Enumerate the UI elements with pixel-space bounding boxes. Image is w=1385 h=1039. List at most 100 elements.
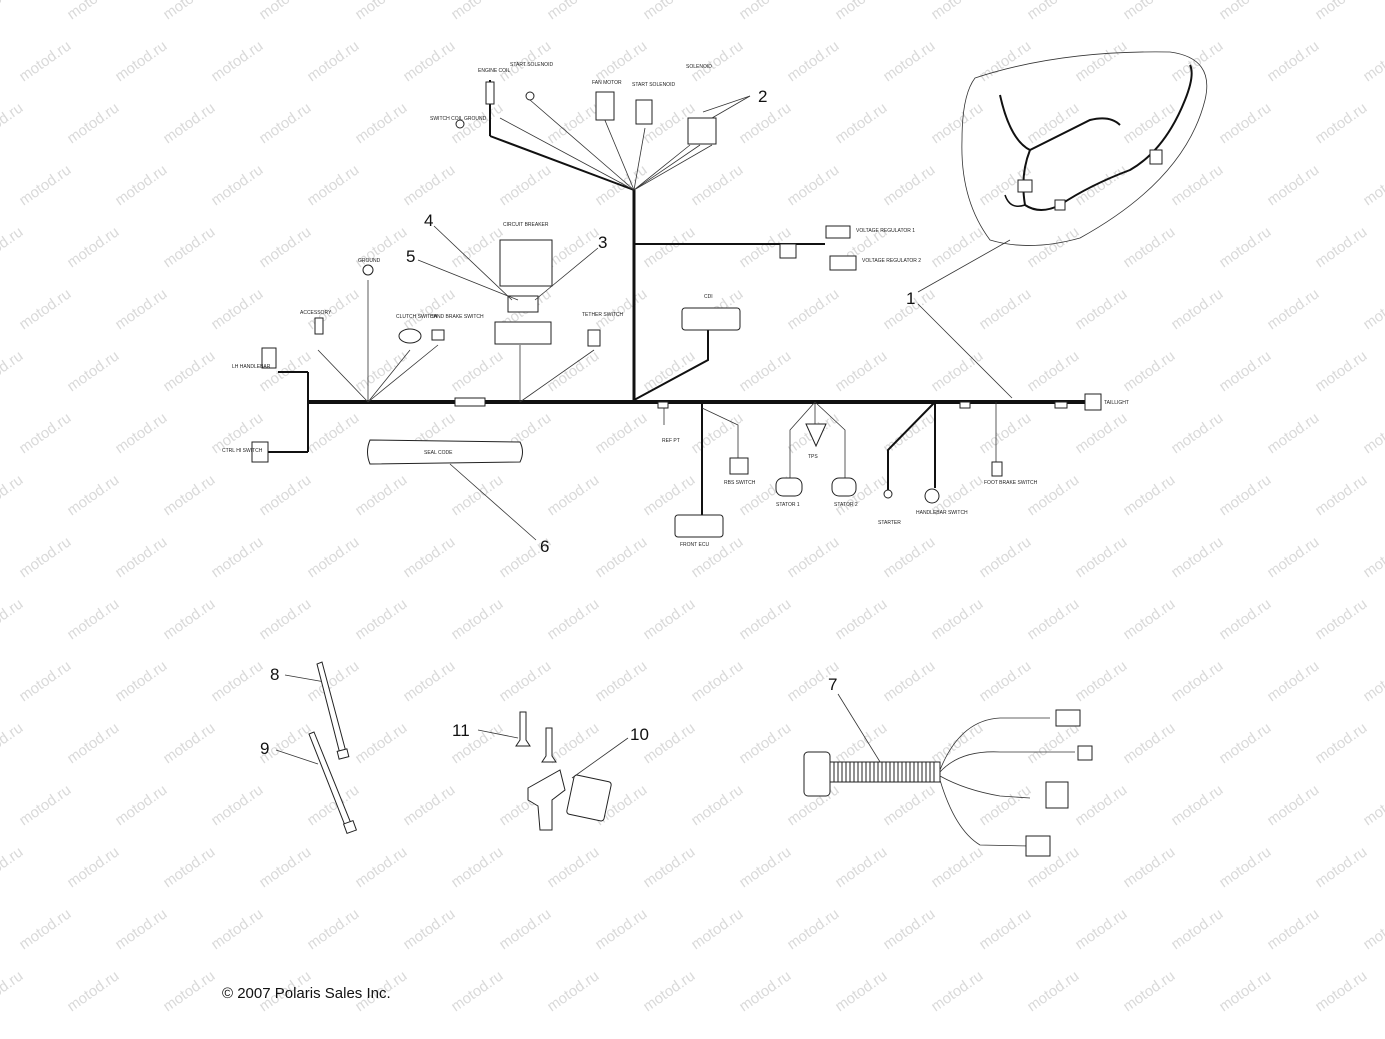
watermark-text: motod.ru	[928, 0, 986, 23]
watermark-text: motod.ru	[1120, 0, 1178, 23]
watermark-text: motod.ru	[0, 719, 26, 767]
watermark-text: motod.ru	[928, 347, 986, 395]
ground-label: GROUND	[358, 258, 381, 264]
watermark-text: motod.ru	[352, 347, 410, 395]
watermark-text: motod.ru	[1312, 719, 1370, 767]
watermark-text: motod.ru	[880, 657, 938, 705]
watermark-text: motod.ru	[256, 595, 314, 643]
callout-1: 1	[906, 289, 915, 308]
watermark-text: motod.ru	[1216, 471, 1274, 519]
watermark-text: motod.ru	[1264, 781, 1322, 829]
watermark-text: motod.ru	[880, 781, 938, 829]
watermark-text: motod.ru	[112, 657, 170, 705]
watermark-text: motod.ru	[1360, 409, 1385, 457]
watermark-text: motod.ru	[448, 471, 506, 519]
watermark-text: motod.ru	[1024, 99, 1082, 147]
watermark-text: motod.ru	[592, 533, 650, 581]
watermark-text: motod.ru	[640, 471, 698, 519]
watermark-text: motod.ru	[736, 967, 794, 1015]
watermark-text: motod.ru	[1360, 533, 1385, 581]
callout-leaders	[275, 95, 1013, 779]
watermark-text: motod.ru	[352, 0, 410, 23]
watermark-text: motod.ru	[544, 843, 602, 891]
watermark-text: motod.ru	[832, 719, 890, 767]
watermark-text: motod.ru	[1120, 347, 1178, 395]
watermark-text: motod.ru	[496, 905, 554, 953]
taillight-label: TAILLIGHT	[1104, 400, 1129, 406]
watermark-text: motod.ru	[64, 0, 122, 23]
push-pin	[515, 711, 531, 747]
watermark-text: motod.ru	[0, 967, 26, 1015]
fan-motor-label: FAN MOTOR	[592, 80, 622, 86]
watermark-text: motod.ru	[448, 347, 506, 395]
watermark-text: motod.ru	[928, 843, 986, 891]
watermark-text: motod.ru	[1168, 905, 1226, 953]
watermark-text: motod.ru	[1216, 347, 1274, 395]
circuit-breaker-label: CIRCUIT BREAKER	[503, 222, 549, 228]
vehicle-inset	[961, 51, 1208, 246]
watermark-text: motod.ru	[400, 905, 458, 953]
watermark-text: motod.ru	[1360, 37, 1385, 85]
watermark-text: motod.ru	[208, 161, 266, 209]
watermark-text: motod.ru	[688, 409, 746, 457]
foot-brake-switch-label: FOOT BRAKE SWITCH	[984, 480, 1038, 486]
watermark-text: motod.ru	[256, 99, 314, 147]
watermark-text: motod.ru	[112, 37, 170, 85]
watermark-text: motod.ru	[880, 533, 938, 581]
watermark-text: motod.ru	[1168, 781, 1226, 829]
watermark-text: motod.ru	[1360, 781, 1385, 829]
mounting-bracket	[527, 769, 566, 831]
watermark-text: motod.ru	[976, 409, 1034, 457]
watermark-text: motod.ru	[1120, 967, 1178, 1015]
watermark-text: motod.ru	[208, 37, 266, 85]
accessory-label: ACCESSORY	[300, 310, 332, 316]
watermark-text: motod.ru	[160, 223, 218, 271]
watermark-text: motod.ru	[64, 967, 122, 1015]
watermark-text: motod.ru	[736, 595, 794, 643]
watermark-text: motod.ru	[1264, 657, 1322, 705]
watermark-text: motod.ru	[544, 595, 602, 643]
callout-10: 10	[630, 725, 649, 744]
watermark-text: motod.ru	[304, 37, 362, 85]
watermark-text: motod.ru	[160, 719, 218, 767]
watermark-text: motod.ru	[736, 843, 794, 891]
watermark-text: motod.ru	[1312, 347, 1370, 395]
watermark-text: motod.ru	[304, 161, 362, 209]
watermark-text: motod.ru	[112, 533, 170, 581]
watermark-text: motod.ru	[400, 533, 458, 581]
clutch-switch-label: CLUTCH SWITCH	[396, 314, 438, 320]
watermark-text: motod.ru	[1168, 37, 1226, 85]
watermark-text: motod.ru	[1312, 967, 1370, 1015]
hand-brake-switch-label: HAND BRAKE SWITCH	[430, 314, 484, 320]
watermark-text: motod.ru	[1264, 161, 1322, 209]
watermark-text: motod.ru	[16, 905, 74, 953]
watermark-text: motod.ru	[16, 37, 74, 85]
watermark-text: motod.ru	[400, 781, 458, 829]
watermark-text: motod.ru	[1312, 471, 1370, 519]
watermark-text: motod.ru	[1168, 285, 1226, 333]
watermark-text: motod.ru	[1072, 533, 1130, 581]
watermark-text: motod.ru	[1120, 719, 1178, 767]
watermark-text: motod.ru	[688, 37, 746, 85]
callout-2: 2	[758, 87, 767, 106]
watermark-text: motod.ru	[1216, 843, 1274, 891]
watermark-text: motod.ru	[688, 533, 746, 581]
callout-4: 4	[424, 211, 433, 230]
watermark-text: motod.ru	[976, 905, 1034, 953]
watermark-text: motod.ru	[352, 471, 410, 519]
watermark-text: motod.ru	[976, 37, 1034, 85]
watermark-text: motod.ru	[1312, 0, 1370, 23]
watermark-text: motod.ru	[880, 37, 938, 85]
watermark-text: motod.ru	[1120, 223, 1178, 271]
watermark-text: motod.ru	[640, 223, 698, 271]
watermark-text: motod.ru	[784, 37, 842, 85]
watermark-text: motod.ru	[1072, 161, 1130, 209]
corrugated-sleeve	[833, 762, 935, 782]
watermark-text: motod.ru	[1216, 223, 1274, 271]
watermark-text: motod.ru	[688, 905, 746, 953]
callout-3: 3	[598, 233, 607, 252]
watermark-text: motod.ru	[1312, 843, 1370, 891]
watermark-text: motod.ru	[1120, 843, 1178, 891]
watermark-text: motod.ru	[736, 347, 794, 395]
